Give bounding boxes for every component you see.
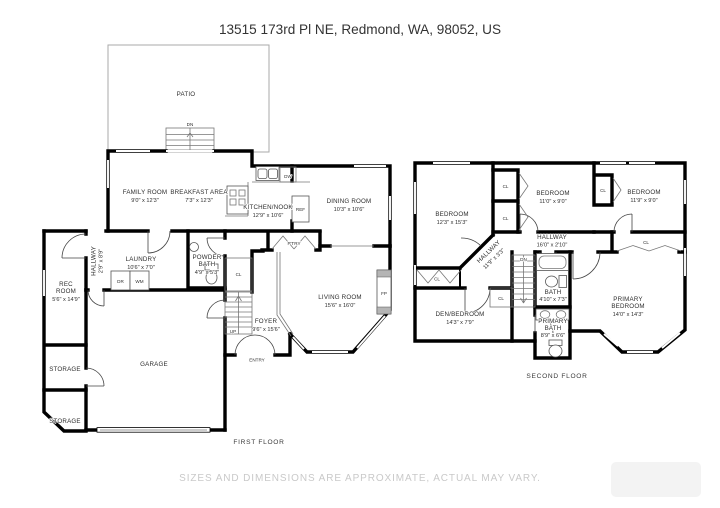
powder-bath-dims: 4'9" x 5'3" [195, 270, 219, 276]
closet-label-b: CL [503, 216, 509, 221]
closet-label-d: CL [643, 240, 649, 245]
sink-icon [189, 242, 199, 252]
living-room-dims: 15'6" x 16'0" [325, 303, 356, 309]
primary-bath-label-2: BATH [545, 325, 562, 332]
second-floor-plan: BEDROOM 12'3" x 15'3" BEDROOM 11'0" x 9'… [413, 161, 687, 381]
dining-room-dims: 10'3" x 10'6" [334, 207, 365, 213]
first-floor-title: FIRST FLOOR [233, 439, 284, 446]
rec-room-label-2: ROOM [56, 288, 76, 295]
primary-bath-dims: 8'9" x 6'6" [541, 333, 565, 339]
den-bedroom-dims: 14'3" x 7'9" [446, 320, 474, 326]
washer-icon [129, 270, 150, 291]
refrigerator-icon [291, 195, 310, 223]
bath-fixtures [536, 253, 569, 288]
bedroom-middle-label: BEDROOM [536, 190, 569, 197]
bath-label: BATH [545, 289, 562, 296]
patio-outline [107, 44, 270, 153]
patio-label: PATIO [177, 91, 196, 98]
first-floor-doors [61, 230, 374, 387]
toilet-icon [548, 344, 563, 358]
disclaimer-text: SIZES AND DIMENSIONS ARE APPROXIMATE, AC… [179, 473, 541, 484]
powder-bath-label-2: BATH [199, 261, 216, 268]
second-floor-labels: BEDROOM 12'3" x 15'3" BEDROOM 11'0" x 9'… [433, 183, 661, 380]
stairs-dn-label: DN [520, 257, 527, 262]
fireplace-label: FP [381, 291, 387, 296]
living-room-label: LIVING ROOM [318, 294, 361, 301]
pantry-label: P'TRY [287, 241, 300, 246]
powder-bath-label-1: POWDER [192, 254, 221, 261]
toilet-icon [205, 270, 218, 285]
patio-steps-dn-label: DN [187, 122, 194, 127]
foyer-closet-label: CL [236, 272, 242, 277]
storage-label-1: STORAGE [49, 366, 81, 373]
hallway-label: HALLWAY [91, 246, 98, 276]
powder-bath-fixtures [189, 242, 219, 285]
stairs-up-label: UP [230, 329, 236, 334]
second-floor-windows [414, 162, 686, 353]
vanity-icon [535, 308, 570, 321]
family-room-dims: 9'0" x 12'3" [131, 198, 159, 204]
primary-bedroom-label-1: PRIMARY [613, 296, 642, 303]
kitchen-fixtures [225, 166, 310, 223]
washer-label: WM [135, 279, 143, 284]
laundry-label: LAUNDRY [126, 256, 157, 263]
garage-door [96, 427, 211, 433]
breakfast-area-label: BREAKFAST AREA [170, 189, 228, 196]
foyer-label: FOYER [255, 318, 278, 325]
stove-icon [226, 185, 249, 215]
entry-label: ENTRY [249, 358, 265, 363]
closet-label-e: CL [434, 277, 440, 282]
fireplace-icon [376, 269, 392, 315]
bedroom-left-label: BEDROOM [435, 211, 468, 218]
bedroom-right-dims: 11'9" x 9'0" [630, 198, 657, 204]
second-floor-stairs [511, 254, 536, 308]
primary-bath-label-1: PRIMARY [538, 318, 567, 325]
dryer-label: DR [117, 279, 124, 284]
foyer-railing [276, 252, 294, 337]
bedroom-middle-dims: 11'0" x 9'0" [539, 199, 566, 205]
first-floor-plan: PATIO DN [42, 44, 392, 447]
hall-closet-box [489, 287, 513, 308]
hallway-main-dims: 16'0" x 2'10" [537, 243, 568, 249]
primary-bedroom-dims: 14'0" x 14'3" [613, 312, 644, 318]
watermark-logo [611, 462, 701, 497]
bedroom-right-label: BEDROOM [627, 189, 660, 196]
laundry-fixtures [110, 270, 150, 291]
bedroom-left-dims: 12'3" x 15'3" [437, 220, 468, 226]
dishwasher-label: DW [284, 174, 292, 179]
closet-label-c: CL [600, 188, 606, 193]
garage-label: GARAGE [140, 361, 168, 368]
closet-label-a: CL [503, 184, 509, 189]
first-floor-stairs [224, 257, 253, 335]
breakfast-area-dims: 7'3" x 12'3" [185, 198, 213, 204]
closet-label-f: CL [498, 296, 504, 301]
storage-label-2: STORAGE [49, 418, 81, 425]
bath-dims: 4'10" x 7'3" [539, 297, 567, 303]
dining-room-label: DINING ROOM [327, 198, 372, 205]
foyer-dims: 9'6" x 15'6" [252, 327, 280, 333]
second-floor-title: SECOND FLOOR [526, 373, 587, 380]
primary-bath-fixtures [535, 308, 570, 358]
den-bedroom-label: DEN/BEDROOM [436, 311, 485, 318]
refrigerator-label: REF [296, 207, 305, 212]
family-room-label: FAMILY ROOM [123, 189, 168, 196]
toilet-icon [545, 275, 558, 288]
bathtub-icon [536, 253, 569, 271]
hallway-dims: 2'9" x 8'9" [99, 249, 105, 273]
first-floor-windows [43, 150, 391, 353]
rec-room-dims: 5'6" x 14'9" [52, 297, 80, 303]
hallway-main-label: HALLWAY [537, 234, 567, 241]
rec-room-label-1: REC [59, 281, 73, 288]
primary-bedroom-label-2: BEDROOM [611, 303, 644, 310]
page-title: 13515 173rd Pl NE, Redmond, WA, 98052, U… [219, 22, 501, 37]
kitchen-dims: 12'9" x 10'6" [253, 213, 284, 219]
kitchen-label: KITCHEN/NOOK [243, 204, 293, 211]
first-floor-labels: FAMILY ROOM 9'0" x 12'3" BREAKFAST AREA … [49, 173, 372, 446]
laundry-dims: 10'6" x 7'0" [127, 265, 155, 271]
